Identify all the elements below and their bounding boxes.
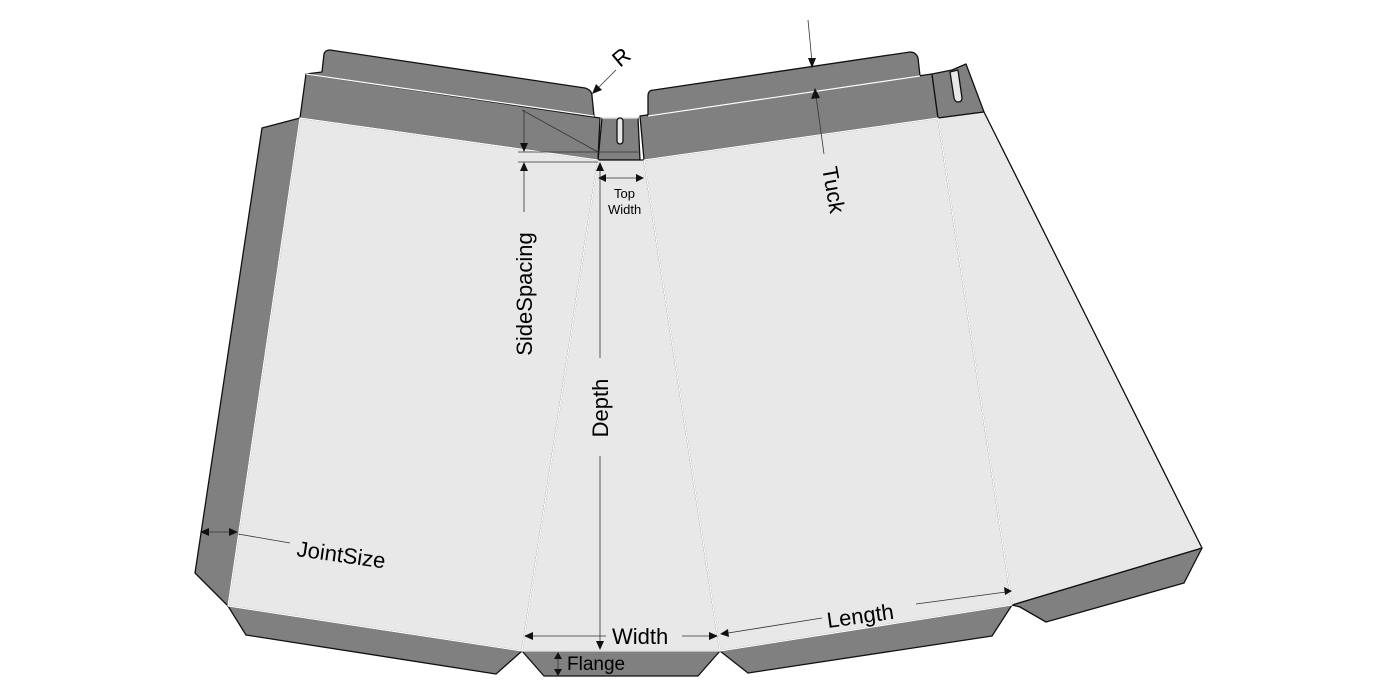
center-slot bbox=[616, 117, 624, 145]
dimension-lines bbox=[200, 19, 1012, 676]
crease-lines bbox=[227, 73, 1013, 652]
label-top-width-1: Top bbox=[614, 186, 635, 201]
label-width: Width bbox=[612, 624, 668, 649]
label-flange: Flange bbox=[567, 654, 625, 675]
label-depth: Depth bbox=[588, 379, 613, 438]
end-slot bbox=[949, 69, 963, 103]
left-tuck-flap bbox=[305, 49, 595, 117]
label-side-spacing: SideSpacing bbox=[512, 232, 537, 356]
label-r: R bbox=[607, 42, 635, 71]
label-top-width-2: Width bbox=[608, 202, 641, 217]
right-tuck-flap bbox=[647, 51, 921, 117]
